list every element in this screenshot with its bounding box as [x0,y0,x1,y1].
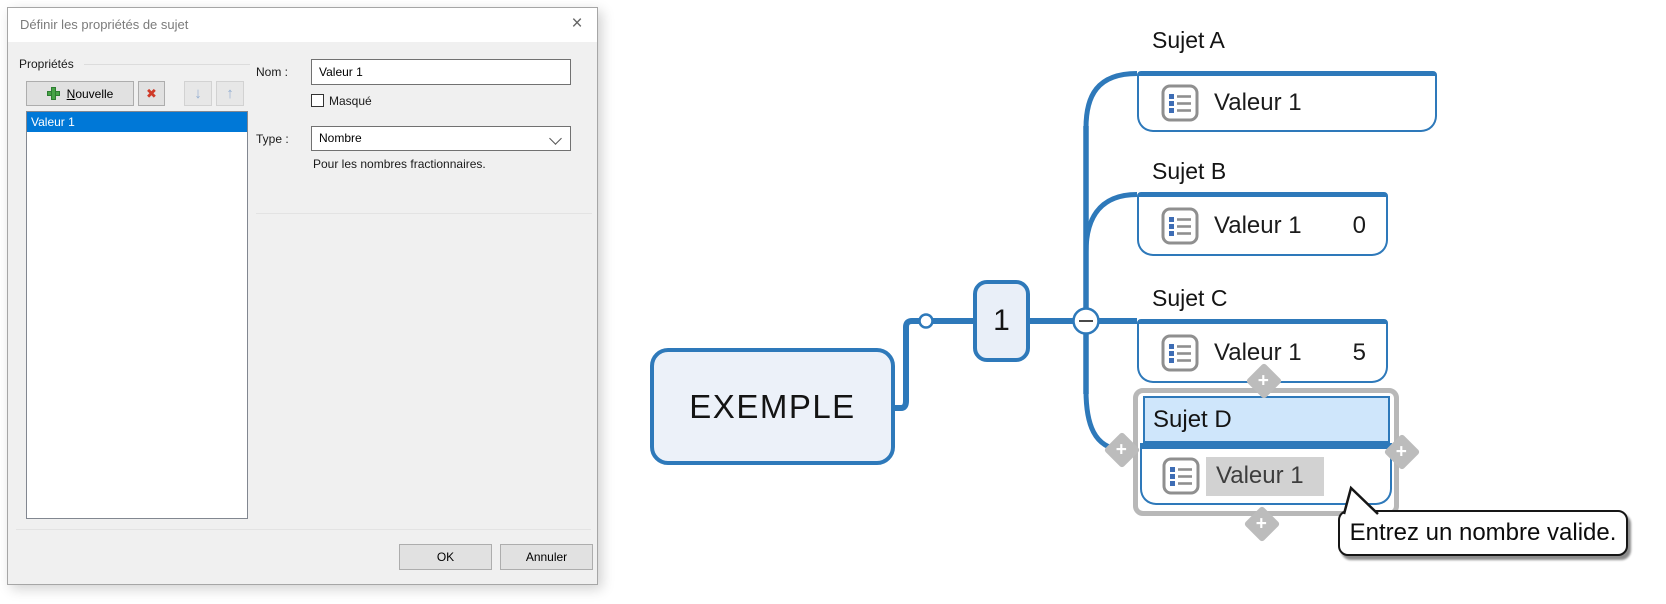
branch-handle-circle[interactable] [918,313,934,329]
new-property-button[interactable]: Nouvelle [26,81,134,106]
dialog-titlebar[interactable]: Définir les propriétés de sujet × [8,8,597,42]
property-value: 5 [1352,338,1366,366]
hidden-checkbox[interactable] [311,94,324,107]
central-topic-label: EXEMPLE [689,387,856,425]
properties-group-label: Propriétés [19,57,74,71]
central-connector-line [895,318,973,411]
button-row-separator [16,529,591,530]
collapse-button[interactable] [1072,307,1100,335]
property-list-icon [1161,207,1199,244]
delete-icon: ✖ [146,85,157,101]
property-box-sujet-b[interactable]: Valeur 1 0 [1137,192,1388,256]
ok-button[interactable]: OK [399,544,492,570]
plus-icon: + [1258,370,1270,392]
property-name: Valeur 1 [1214,338,1302,366]
validation-tooltip: Entrez un nombre valide. [1338,510,1628,556]
add-icon [46,87,60,100]
type-field-label: Type : [256,132,289,146]
topic-edit-text: Sujet D [1153,406,1232,433]
type-select-value: Nombre [319,131,362,145]
cancel-button[interactable]: Annuler [500,544,593,570]
arrow-up-icon: ↑ [226,85,234,102]
topic-sujet-c[interactable]: Sujet C [1152,285,1228,311]
close-icon[interactable]: × [571,13,583,34]
property-value: 0 [1352,211,1366,239]
right-panel-separator [256,213,592,214]
type-hint-text: Pour les nombres fractionnaires. [313,157,486,171]
plus-icon: + [1396,441,1408,463]
topic-sujet-b[interactable]: Sujet B [1152,158,1227,184]
topic-edit-field-sujet-d[interactable]: Sujet D [1143,396,1390,443]
chevron-down-icon [549,132,562,145]
topic-sujet-a[interactable]: Sujet A [1152,27,1225,53]
property-list-icon [1162,457,1200,495]
new-property-button-label: Nouvelle [66,86,114,101]
property-list-icon [1161,84,1199,122]
property-box-sujet-a[interactable]: Valeur 1 [1137,71,1437,132]
property-name: Valeur 1 [1214,211,1302,239]
branch-curve-sujet-a [1083,71,1138,129]
name-input[interactable]: Valeur 1 [311,59,571,85]
arrow-down-icon: ↓ [194,85,202,102]
validation-tooltip-text: Entrez un nombre valide. [1349,519,1617,546]
central-topic-exemple[interactable]: EXEMPLE [650,348,895,465]
branch-counter-badge[interactable]: 1 [973,280,1030,362]
plus-icon: + [1256,513,1268,535]
plus-icon: + [1116,439,1128,461]
move-down-button[interactable]: ↓ [184,81,212,106]
list-item-selected[interactable]: Valeur 1 [27,112,247,132]
branch-curve-sujet-b [1083,192,1138,253]
property-box-sujet-d[interactable]: Valeur 1 [1140,443,1392,505]
branch-counter-label: 1 [993,304,1010,337]
properties-listbox[interactable]: Valeur 1 [26,111,248,519]
dialog-title: Définir les propriétés de sujet [20,17,189,32]
properties-group-line [84,64,250,65]
delete-property-button[interactable]: ✖ [138,81,165,106]
property-list-icon [1161,334,1199,371]
name-input-value: Valeur 1 [319,65,363,79]
name-field-label: Nom : [256,65,289,79]
define-topic-properties-dialog: Définir les propriétés de sujet × Propri… [7,7,598,585]
type-select[interactable]: Nombre [311,126,571,151]
property-name: Valeur 1 [1214,89,1302,116]
move-up-button[interactable]: ↑ [216,81,244,106]
hidden-checkbox-label: Masqué [329,94,372,108]
property-value-edit-field[interactable]: Valeur 1 [1206,456,1324,496]
